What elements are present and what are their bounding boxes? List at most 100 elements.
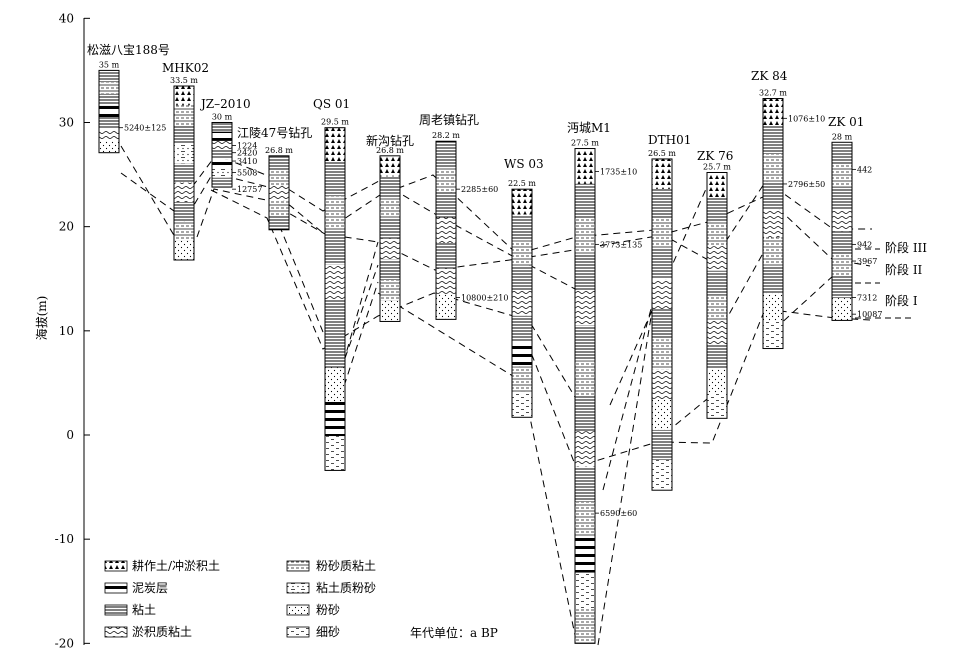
lithology-layer (325, 196, 345, 231)
lithology-layer (652, 279, 672, 310)
borehole-name: WS 03 (504, 157, 544, 171)
lithology-layer (99, 105, 119, 118)
lithology-layer (707, 221, 727, 247)
lithology-layer (380, 259, 400, 281)
lithology-layer (380, 280, 400, 301)
lithology-layer (575, 148, 595, 184)
lithology-layer (212, 159, 232, 169)
lithology-layer (325, 436, 345, 471)
y-tick-label: 40 (59, 11, 74, 25)
date-label: 3773±135 (600, 240, 642, 249)
y-tick-label: 0 (66, 428, 74, 442)
lithology-layer (325, 230, 345, 265)
borehole-top-elevation: 28 m (832, 132, 853, 141)
lithology-layer (832, 231, 852, 254)
borehole-column (324, 127, 346, 471)
date-label: 10800±210 (461, 293, 508, 302)
lithology-layer (512, 214, 532, 240)
lithology-layer (325, 333, 345, 368)
legend-item-silted-clay: 淤积质粘土 (104, 624, 192, 639)
borehole-name: ZK 76 (697, 149, 733, 163)
lithology-layer (436, 268, 456, 294)
lithology-layer (652, 429, 672, 461)
date-label: 442 (857, 165, 872, 174)
lithology-layer (707, 172, 727, 198)
lithology-layer (380, 300, 400, 322)
y-axis-label: 海拔(m) (34, 296, 49, 341)
lithology-layer (832, 298, 852, 321)
borehole-column (379, 155, 401, 322)
borehole-top-elevation: 33.5 m (170, 76, 198, 85)
borehole-name: QS 01 (313, 97, 350, 111)
date-label: 2285±60 (461, 185, 498, 194)
lithology-layer (99, 117, 119, 130)
lithology-layer (707, 369, 727, 394)
lithology-layer (436, 166, 456, 193)
lithology-layer (174, 240, 194, 260)
y-tick-label: 30 (59, 115, 74, 129)
lithology-layer (763, 126, 783, 155)
svg-text:粘土质粉砂: 粘土质粉砂 (316, 580, 376, 595)
borehole-top-elevation: 22.5 m (508, 179, 536, 188)
borehole-top-elevation: 27.5 m (571, 139, 599, 148)
date-label: 7312 (857, 293, 877, 302)
lithology-layer (380, 155, 400, 177)
lithology-layer (269, 200, 289, 215)
lithology-layer (325, 401, 345, 437)
lithology-layer (436, 217, 456, 244)
lithology-layer (174, 86, 194, 106)
lithology-layer (380, 197, 400, 218)
lithology-layer (99, 93, 119, 106)
date-label: 2796±50 (788, 180, 825, 189)
lithology-layer (269, 185, 289, 201)
legend-item-silt: 粉砂 (286, 603, 340, 617)
lithology-layer (575, 289, 595, 326)
lithology-layer (575, 572, 595, 608)
borehole-column (435, 140, 457, 320)
borehole-name: JZ–2010 (199, 97, 251, 111)
borehole-column (511, 188, 533, 418)
lithology-layer (99, 70, 119, 83)
lithology-layer (707, 246, 727, 271)
lithology-layer (763, 154, 783, 182)
lithology-layer (707, 344, 727, 370)
borehole-column (211, 121, 233, 188)
lithology-layer (763, 237, 783, 266)
borehole-name: 江陵47号钻孔 (237, 125, 312, 140)
borehole-name: 松滋八宝188号 (87, 43, 170, 57)
stage-2-label: 阶段 II (885, 262, 923, 277)
lithology-layer (325, 264, 345, 300)
date-label: 1224 (237, 141, 257, 150)
lithology-layer (763, 292, 783, 321)
stage-labels: 阶段 III 阶段 II 阶段 I (855, 240, 927, 319)
date-label: 942 (857, 240, 872, 249)
legend: 耕作土/冲淤积土 泥炭层 粘土 淤积质粘土 粉砂质粘土 粘土质粉砂 粉砂 细砂 (104, 558, 498, 640)
date-label: 5240±125 (124, 124, 166, 133)
lithology-layer (212, 140, 232, 151)
borehole-column (173, 85, 195, 261)
date-label: 10087 (857, 310, 882, 319)
borehole-top-elevation: 29.5 m (321, 118, 349, 127)
lithology-layer (763, 265, 783, 293)
lithology-layer (707, 197, 727, 222)
date-label: 12757 (237, 185, 262, 194)
svg-text:泥炭层: 泥炭层 (132, 581, 168, 595)
lithology-layer (99, 82, 119, 94)
borehole-name: ZK 84 (751, 69, 788, 83)
lithology-layer (652, 158, 672, 190)
legend-item-cultivated-soil: 耕作土/冲淤积土 (104, 558, 220, 573)
lithology-layer (269, 214, 289, 230)
lithology-layer (575, 537, 595, 573)
borehole-name: 周老镇钻孔 (419, 112, 479, 127)
lithology-layer (707, 295, 727, 320)
svg-text:细砂: 细砂 (316, 625, 340, 639)
date-label: 5508 (237, 168, 257, 177)
lithology-layer (380, 217, 400, 239)
lithology-layer (652, 369, 672, 400)
borehole-top-elevation: 32.7 m (759, 89, 787, 98)
